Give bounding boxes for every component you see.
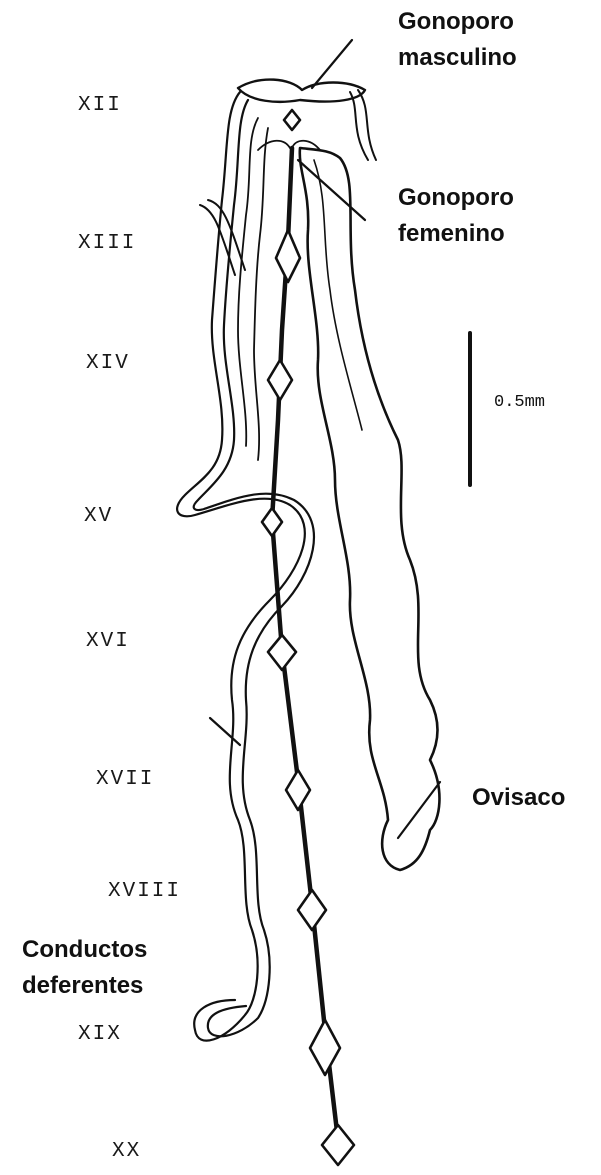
male-gonopore-lobes: [238, 80, 365, 102]
label-female-gonopore: Gonoporo femenino: [398, 180, 514, 252]
label-female-gonopore-line-1: Gonoporo: [398, 180, 514, 216]
segment-label-xiii: XIII: [78, 232, 136, 255]
ovisac-outline: [300, 148, 440, 870]
vas-deferens-left-inner: [194, 100, 314, 1036]
label-female-gonopore-line-2: femenino: [398, 216, 514, 252]
segment-label-xviii: XVIII: [108, 880, 181, 903]
label-male-gonopore: Gonoporo masculino: [398, 4, 517, 76]
label-ducts-line-2: deferentes: [22, 968, 147, 1004]
segment-label-xvii: XVII: [96, 768, 154, 791]
segment-label-xv: XV: [84, 505, 113, 528]
segment-label-xii: XII: [78, 94, 122, 117]
label-ovisac: Ovisaco: [472, 780, 565, 816]
segment-label-xiv: XIV: [86, 352, 130, 375]
segment-label-xvi: XVI: [86, 630, 130, 653]
label-ducts-line-1: Conductos: [22, 932, 147, 968]
scale-bar-label: 0.5mm: [494, 393, 545, 412]
leader-ducts: [210, 718, 240, 745]
segment-label-xx: XX: [112, 1140, 141, 1163]
label-male-gonopore-line-1: Gonoporo: [398, 4, 517, 40]
leader-ovisac: [398, 782, 440, 838]
label-ducts: Conductos deferentes: [22, 932, 147, 1004]
leader-male-gonopore: [312, 40, 352, 88]
label-male-gonopore-line-2: masculino: [398, 40, 517, 76]
segment-label-xix: XIX: [78, 1023, 122, 1046]
